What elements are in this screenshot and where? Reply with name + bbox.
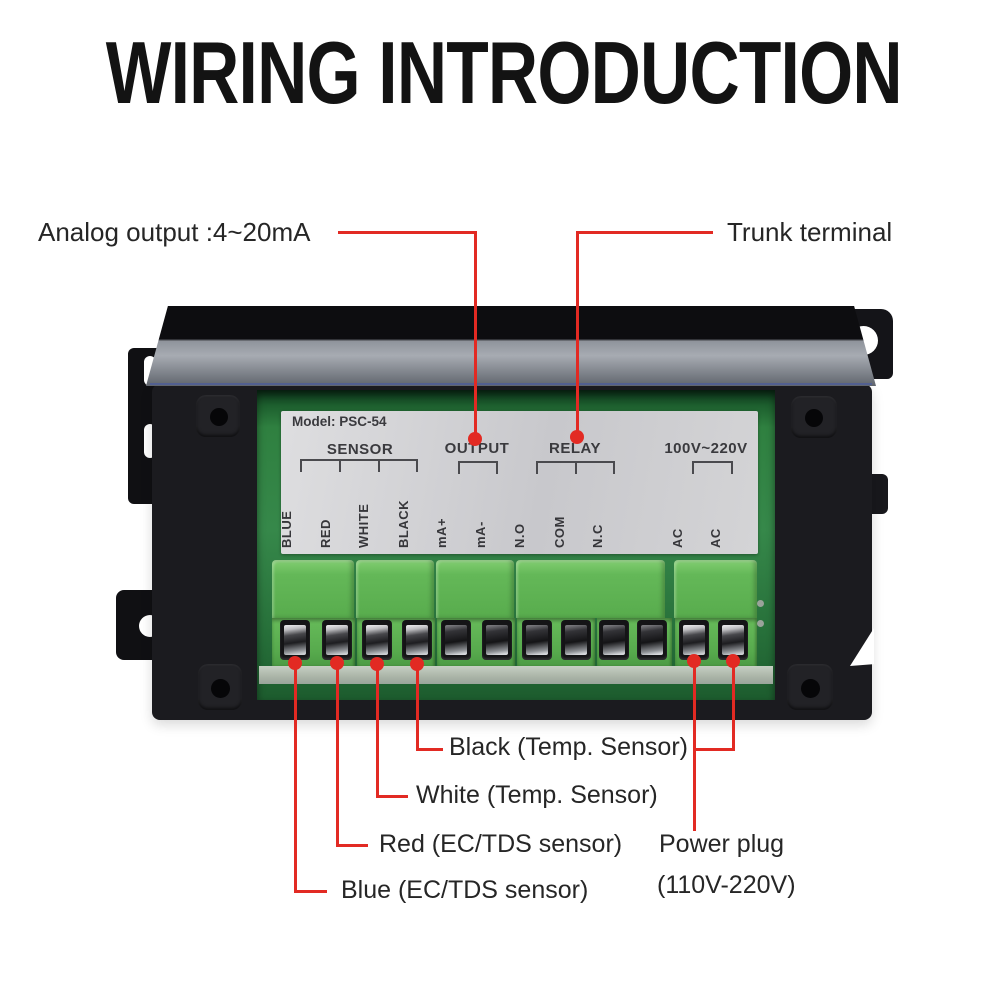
device-top-bezel [146,306,876,386]
screw-icon [526,625,548,655]
leader-line-black-temp [416,660,419,751]
screw-terminal-red [322,620,352,660]
pcb-edge-strip [259,666,773,684]
screw-terminal-blue [280,620,310,660]
power-plug-label: Power plug [659,830,785,858]
terminal-label-ac1: AC [670,528,685,548]
terminal-block-output [436,560,514,618]
screw-terminal-nc [599,620,629,660]
page-title-text: WIRING INTRODUCTION [105,23,903,122]
blue-ec-tds-sensor-label: Blue (EC/TDS sensor) [341,876,589,904]
terminal-label-black: BLACK [396,500,411,548]
leader-line-trunk-terminal [576,231,579,438]
solder-pin [757,620,764,627]
red-ec-tds-sensor-label: Red (EC/TDS sensor) [379,830,623,858]
black-temp-sensor-label: Black (Temp. Sensor) [449,733,688,761]
terminal-label-red: RED [318,519,333,548]
screw-terminal-ma-minus [482,620,512,660]
screw-icon [641,625,663,655]
group-header-power: 100V~220V [664,440,748,457]
case-screw-top-left [196,395,240,437]
leader-line-blue-ec [294,660,297,893]
terminal-label-white: WHITE [356,503,371,548]
terminal-label-com: COM [552,516,567,548]
wiring-label [281,411,758,554]
case-screw-bottom-right [787,664,833,710]
group-header-relay: RELAY [549,440,601,457]
screw-icon [486,625,508,655]
screw-terminal-no [522,620,552,660]
terminal-marker-dot-blue [288,656,302,670]
power-plug-voltage-label: (110V-220V) [657,871,796,899]
terminal-marker-dot-red [330,656,344,670]
bracket-output [458,461,498,474]
terminal-marker-dot-black [410,657,424,671]
solder-pin [757,600,764,607]
screw-icon [603,625,625,655]
terminal-label-nc: N.C [590,524,605,548]
terminal-label-no: N.O [512,523,527,548]
leader-line-trunk-terminal [577,231,713,234]
screw-icon [366,625,388,655]
screw-icon [284,625,306,655]
leader-line-black-temp [416,748,443,751]
case-screw-bottom-left [198,664,242,710]
terminal-marker-dot-white [370,657,384,671]
analog-output-label: Analog output :4~20mA [38,217,311,247]
page-title: WIRING INTRODUCTION [0,22,1000,124]
screw-icon [445,625,467,655]
screw-icon [565,625,587,655]
screw-terminal-black [402,620,432,660]
terminal-block-power [674,560,757,618]
terminal-block-relay [516,560,665,618]
leader-line-white-temp [376,660,379,798]
terminal-label-ac2: AC [708,528,723,548]
terminal-label-ma-minus: mA- [473,521,488,548]
leader-line-red-ec [336,844,368,847]
terminal-label-blue: BLUE [279,510,294,548]
terminal-marker-dot-ac1 [687,654,701,668]
terminal-marker-dot-ac2 [726,654,740,668]
screw-icon [722,625,744,655]
screw-terminal-white [362,620,392,660]
leader-line-analog-output [338,231,477,234]
trunk-terminal-label: Trunk terminal [727,217,893,247]
screw-icon [326,625,348,655]
case-screw-top-right [791,396,837,438]
bracket-power [692,461,733,474]
bracket-sensor [300,459,418,472]
screw-icon [683,625,705,655]
screw-terminal-ac2 [718,620,748,660]
screw-terminal-spare [637,620,667,660]
model-label: Model: PSC-54 [292,414,387,429]
screw-icon [406,625,428,655]
screw-terminal-com [561,620,591,660]
white-temp-sensor-label: White (Temp. Sensor) [416,781,658,809]
terminal-label-ma-plus: mA+ [434,517,449,548]
screw-terminal-ac1 [679,620,709,660]
leader-line-white-temp [376,795,408,798]
bracket-relay [536,461,615,474]
group-header-sensor: SENSOR [326,441,394,458]
terminal-block-sensor-2 [356,560,434,618]
leader-line-red-ec [336,660,339,847]
leader-line-power-plug [693,658,696,831]
bezel-edge-highlight [150,383,872,385]
group-header-output: OUTPUT [444,440,510,457]
terminal-marker-dot-output [468,432,482,446]
leader-line-blue-ec [294,890,327,893]
screw-terminal-ma-plus [441,620,471,660]
leader-line-power-plug [693,748,735,751]
leader-line-power-plug [732,658,735,751]
terminal-marker-dot-relay [570,430,584,444]
leader-line-analog-output [474,231,477,440]
terminal-block-sensor-1 [272,560,354,618]
